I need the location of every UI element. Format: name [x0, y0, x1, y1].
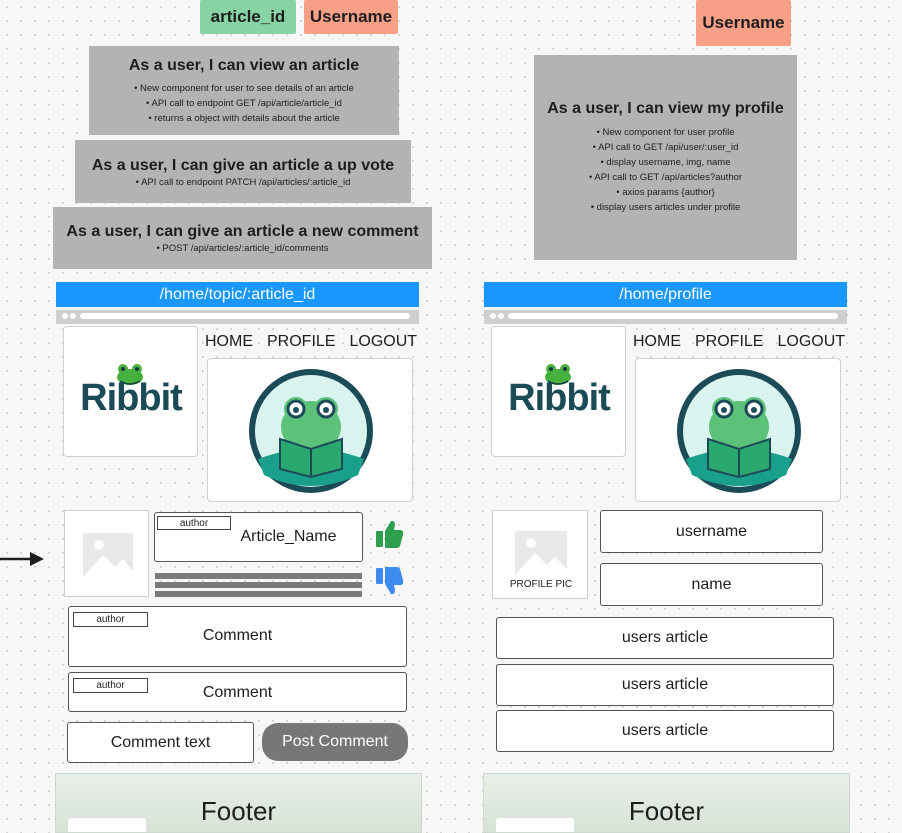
window-dot [62, 313, 68, 319]
story-title: As a user, I can give an article a up vo… [91, 157, 395, 174]
footer-badge [496, 818, 574, 832]
story-title: As a user, I can give an article a new c… [66, 223, 419, 240]
comment-card: Comment [68, 606, 407, 667]
story-item: API call to endpoint GET /api/article/ar… [134, 96, 354, 111]
mascot-panel [635, 358, 841, 502]
username-tag-right: Username [696, 0, 791, 46]
comment-author-tag: author [73, 612, 148, 627]
story-item: API call to endpoint PATCH /api/articles… [136, 175, 350, 190]
logo-text: Ribbit [80, 377, 183, 419]
arrow-right-icon [0, 552, 44, 566]
story-item: POST /api/articles/:article_id/comments [156, 241, 328, 256]
comment-text: Comment [202, 684, 273, 701]
image-placeholder-icon [83, 533, 133, 577]
nav-logout[interactable]: LOGOUT [777, 333, 846, 350]
image-placeholder-icon [515, 531, 567, 575]
profile-pic: PROFILE PIC [492, 510, 588, 599]
nav-logout[interactable]: LOGOUT [349, 333, 418, 350]
window-dot [498, 313, 504, 319]
user-article-item[interactable]: users article [496, 617, 834, 659]
story-title: As a user, I can view an article [128, 57, 360, 74]
story-view-profile: As a user, I can view my profile New com… [534, 55, 797, 260]
post-comment-button[interactable]: Post Comment [262, 723, 408, 761]
footer-title: Footer [200, 796, 277, 826]
story-new-comment: As a user, I can give an article a new c… [53, 207, 432, 269]
article-body-lines [155, 573, 362, 597]
ribbit-logo [545, 364, 571, 385]
story-item: axios params {author} [589, 185, 742, 200]
article-url-bar: /home/topic/:article_id [56, 282, 419, 307]
story-item: New component for user profile [589, 125, 742, 140]
story-view-article: As a user, I can view an article New com… [89, 46, 399, 135]
comment-text: Comment [202, 626, 273, 644]
article-id-tag: article_id [200, 0, 296, 34]
story-title: As a user, I can view my profile [547, 100, 784, 117]
profile-footer: Footer [483, 773, 850, 833]
username-tag: Username [304, 0, 398, 34]
author-tag: author [157, 516, 231, 530]
address-field [80, 313, 410, 319]
address-field [508, 313, 838, 319]
story-item: API call to GET /api/articles?author [589, 170, 742, 185]
name-field: name [600, 563, 823, 606]
footer-badge [68, 818, 146, 832]
window-dot [490, 313, 496, 319]
nav-profile[interactable]: PROFILE [695, 333, 764, 350]
logo-panel: Ribbit [491, 326, 626, 457]
logo-text: Ribbit [508, 377, 611, 419]
story-up-vote: As a user, I can give an article a up vo… [75, 140, 411, 203]
nav-profile[interactable]: PROFILE [267, 333, 336, 350]
thumbs-up-icon[interactable] [373, 517, 405, 551]
ribbit-logo [117, 364, 143, 385]
story-item: returns a object with details about the … [134, 111, 354, 126]
profile-pic-label: PROFILE PIC [509, 579, 573, 590]
article-name: Article_Name [240, 528, 337, 545]
story-item: New component for user to see details of… [134, 81, 354, 96]
footer-title: Footer [628, 796, 705, 826]
mascot-panel [207, 358, 413, 502]
nav-home[interactable]: HOME [205, 333, 253, 350]
article-image [64, 510, 149, 597]
thumbs-down-icon[interactable] [373, 564, 405, 598]
comment-author-tag: author [73, 678, 148, 693]
user-article-item[interactable]: users article [496, 710, 834, 752]
top-nav: HOME PROFILE LOGOUT [205, 333, 417, 351]
username-field: username [600, 510, 823, 553]
frog-reading-icon [249, 369, 373, 493]
nav-home[interactable]: HOME [633, 333, 681, 350]
window-dot [70, 313, 76, 319]
top-nav: HOME PROFILE LOGOUT [633, 333, 845, 351]
frog-reading-icon [677, 369, 801, 493]
user-article-item[interactable]: users article [496, 664, 834, 706]
comment-input[interactable]: Comment text [67, 722, 254, 763]
browser-chrome [56, 310, 419, 324]
story-item: display users articles under profile [589, 200, 742, 215]
story-item: display username, img, name [589, 155, 742, 170]
logo-panel: Ribbit [63, 326, 198, 457]
story-item: API call to GET /api/user/:user_id [589, 140, 742, 155]
article-footer: Footer [55, 773, 422, 833]
profile-url-bar: /home/profile [484, 282, 847, 307]
browser-chrome [484, 310, 847, 324]
